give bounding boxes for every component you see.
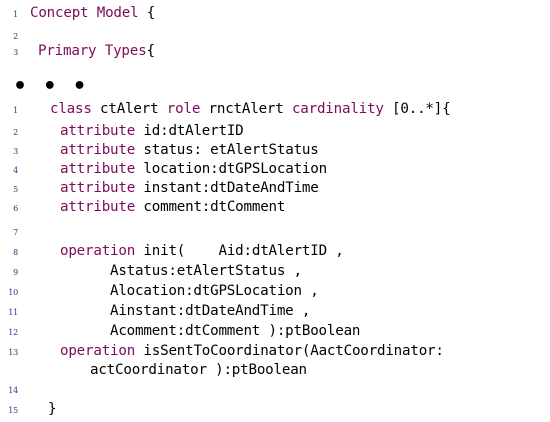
line-number: 2 bbox=[13, 128, 18, 137]
line-number: 3 bbox=[13, 147, 18, 156]
code-token: Astatus:etAlertStatus , bbox=[110, 263, 302, 279]
code-token: actCoordinator ):ptBoolean bbox=[90, 362, 307, 378]
line-number: 3 bbox=[13, 48, 18, 57]
line-number: 12 bbox=[8, 328, 18, 337]
code-token: instant:dtDateAndTime bbox=[135, 180, 319, 196]
code-token: { bbox=[146, 43, 155, 59]
code-text: Acomment:dtComment ):ptBoolean bbox=[110, 320, 360, 342]
code-text: actCoordinator ):ptBoolean bbox=[90, 359, 307, 381]
ellipsis-separator: • • • bbox=[13, 74, 91, 99]
code-text: operation isSentToCoordinator(AactCoordi… bbox=[60, 340, 444, 362]
line-number: 9 bbox=[13, 268, 18, 277]
code-token: isSentToCoordinator(AactCoordinator: bbox=[135, 343, 444, 359]
line-number: 13 bbox=[8, 348, 18, 357]
code-text: class ctAlert role rnctAlert cardinality… bbox=[50, 98, 451, 120]
keyword-token: attribute bbox=[60, 142, 136, 158]
keyword-token: attribute bbox=[60, 180, 136, 196]
code-text: Astatus:etAlertStatus , bbox=[110, 260, 302, 282]
code-token: init( Aid:dtAlertID , bbox=[135, 243, 344, 259]
keyword-token: role bbox=[166, 101, 201, 117]
keyword-token: attribute bbox=[60, 199, 136, 215]
keyword-token: class bbox=[50, 101, 92, 117]
code-token: id:dtAlertID bbox=[135, 123, 244, 139]
line-number: 4 bbox=[13, 166, 18, 175]
code-token: [0..*]{ bbox=[383, 101, 451, 117]
line-number: 8 bbox=[13, 248, 18, 257]
keyword-token: attribute bbox=[60, 123, 136, 139]
line-number: 14 bbox=[8, 386, 18, 395]
code-token: Acomment:dtComment ):ptBoolean bbox=[110, 323, 361, 339]
code-text: attribute status: etAlertStatus bbox=[60, 139, 319, 161]
line-number: 5 bbox=[13, 185, 18, 194]
code-text: Alocation:dtGPSLocation , bbox=[110, 280, 319, 302]
code-text: attribute id:dtAlertID bbox=[60, 120, 244, 142]
code-token: comment:dtComment bbox=[135, 199, 286, 215]
keyword-token: operation bbox=[60, 343, 136, 359]
line-number: 1 bbox=[13, 10, 18, 19]
line-number: 1 bbox=[13, 106, 18, 115]
code-token: ctAlert bbox=[91, 101, 167, 117]
code-token: { bbox=[138, 5, 156, 21]
line-number: 11 bbox=[8, 308, 18, 317]
code-token: Alocation:dtGPSLocation , bbox=[110, 283, 319, 299]
code-token: } bbox=[48, 401, 57, 417]
line-number: 6 bbox=[13, 204, 18, 213]
code-text: Ainstant:dtDateAndTime , bbox=[110, 300, 310, 322]
code-text: attribute instant:dtDateAndTime bbox=[60, 177, 319, 199]
code-text: attribute location:dtGPSLocation bbox=[60, 158, 327, 180]
code-token: location:dtGPSLocation bbox=[135, 161, 327, 177]
line-number: 10 bbox=[8, 288, 18, 297]
code-token: Ainstant:dtDateAndTime , bbox=[110, 303, 311, 319]
line-number: 7 bbox=[13, 228, 18, 237]
keyword-token: operation bbox=[60, 243, 136, 259]
line-number: 15 bbox=[8, 406, 18, 415]
line-number: 2 bbox=[13, 32, 18, 41]
code-text: } bbox=[48, 398, 57, 420]
code-text: Primary Types{ bbox=[38, 40, 155, 62]
keyword-token: cardinality bbox=[291, 101, 384, 117]
code-text: attribute comment:dtComment bbox=[60, 196, 285, 218]
keyword-token: attribute bbox=[60, 161, 136, 177]
code-token: status: etAlertStatus bbox=[135, 142, 319, 158]
code-token: rnctAlert bbox=[200, 101, 292, 117]
code-text: operation init( Aid:dtAlertID , bbox=[60, 240, 344, 262]
code-text: Concept Model { bbox=[30, 2, 155, 24]
keyword-token: Primary Types bbox=[38, 43, 147, 59]
keyword-token: Concept Model bbox=[30, 5, 139, 21]
